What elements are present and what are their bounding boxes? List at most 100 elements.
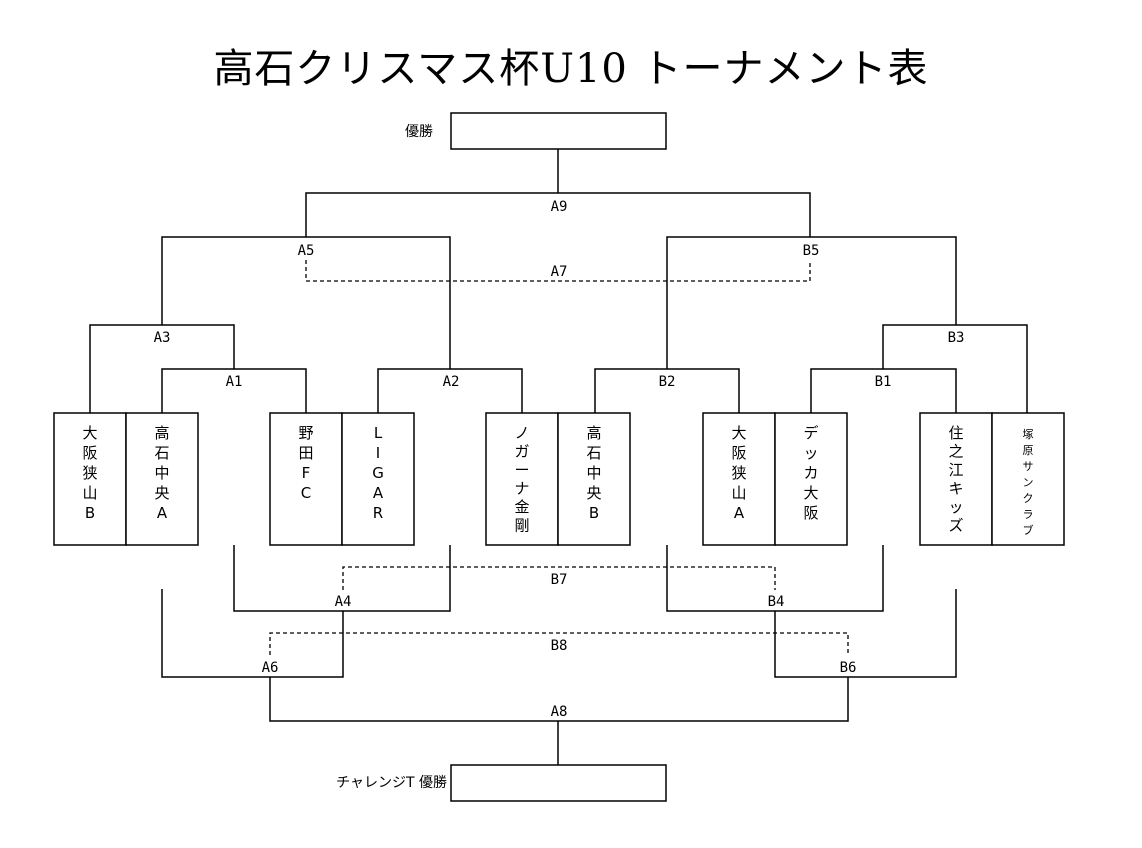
team-name-char: 田 [298,444,313,462]
team-name-char: 高 [586,424,601,442]
team-name-char: 山 [82,484,97,502]
match-label-b4: B4 [768,594,785,610]
team-name-char: 原 [1023,444,1034,457]
match-label-a4: A4 [335,594,352,610]
match-label-b5: B5 [803,243,820,259]
team-name-char: A [157,504,168,522]
page-title: 高石クリスマス杯U10 トーナメント表 [213,46,929,92]
team-name-char: 央 [154,484,169,502]
match-label-a2: A2 [443,374,460,390]
team-name-char: 狭 [731,464,746,482]
team-name-char: 大 [803,484,818,502]
team-name-char: 塚 [1023,428,1034,441]
match-label-b2: B2 [659,374,676,390]
match-labels: A9 A5 B5 A7 A3 B3 A1 A2 B2 B1 B7 A4 B4 B… [154,199,965,720]
team-name-char: 狭 [82,464,97,482]
team-name-char: 之 [948,443,963,461]
team-name-char: 石 [586,444,601,462]
team-name-char: ブ [1023,523,1034,537]
team-name-char: I [376,444,380,462]
team-box-frame [702,412,776,546]
winner-box[interactable] [450,112,667,150]
team-name-char: 高 [154,424,169,442]
team-name-char: 阪 [82,444,97,462]
team-box-frame [919,412,993,546]
team-box-frame [341,412,415,546]
team-name-char: ン [1023,476,1034,489]
team-name-char: ッ [948,498,963,516]
team-name-char: L [374,424,383,442]
match-label-b1: B1 [875,374,892,390]
team-name-char: 住 [948,424,963,442]
team-name-char: 大 [731,424,746,442]
lower-bracket-lines [161,545,957,765]
team-name-char: 阪 [803,504,818,522]
challenge-winner-box[interactable] [450,764,667,802]
team-name-char: A [734,504,745,522]
team-name-char: ノ [514,424,529,442]
match-label-a7: A7 [551,264,568,280]
team-name-char: G [372,464,384,482]
team-name-char: キ [948,480,963,498]
team-name-char: 中 [154,464,169,482]
team-name-char: ラ [1023,508,1034,521]
team-name-char: ナ [514,480,529,498]
team-name-char: C [301,484,311,502]
team-name-char: ー [514,461,529,479]
team-name-char: 中 [586,464,601,482]
upper-bracket-lines [89,149,1028,413]
team-name-char: サ [1023,460,1034,473]
team-name-char: ガ [514,443,529,461]
team-name-char: 阪 [731,444,746,462]
team-box-frame [485,412,559,546]
team-name-char: 山 [731,484,746,502]
team-name-char: 石 [154,444,169,462]
team-name-char: A [373,484,384,502]
team-name-char: ク [1023,492,1034,505]
team-box-frame [125,412,199,546]
team-box-frame [53,412,127,546]
team-name-char: ズ [948,517,963,535]
team-box-frame [269,412,343,546]
team-box-frame [774,412,848,546]
match-label-a8: A8 [551,704,568,720]
team-name-char: R [373,504,383,522]
match-label-a3: A3 [154,330,171,346]
match-label-a6: A6 [262,660,279,676]
match-label-b8: B8 [551,638,568,654]
match-label-b6: B6 [840,660,857,676]
team-name-char: 野 [298,424,313,442]
team-name-char: 江 [948,461,963,479]
match-label-b3: B3 [948,330,965,346]
team-name-char: 剛 [514,517,529,535]
teams-layer: 大阪狭山B高石中央A野田FCLIGARノガーナ金剛高石中央B大阪狭山Aデッカ大阪… [53,412,1065,546]
match-label-a9: A9 [551,199,568,215]
team-name-char: B [85,504,95,522]
team-box-frame [557,412,631,546]
team-name-char: デ [803,424,818,442]
team-box-frame [991,412,1065,546]
challenge-winner-label: チャレンジT 優勝 [336,775,447,791]
team-name-char: 金 [514,498,529,516]
team-name-char: ッ [803,444,818,462]
match-label-a1: A1 [226,374,243,390]
team-name-char: 大 [82,424,97,442]
team-name-char: B [589,504,599,522]
match-label-b7: B7 [551,572,568,588]
team-name-char: F [302,464,311,482]
team-name-char: 央 [586,484,601,502]
winner-label: 優勝 [405,124,433,140]
match-label-a5: A5 [298,243,315,259]
team-name-char: カ [803,464,818,482]
